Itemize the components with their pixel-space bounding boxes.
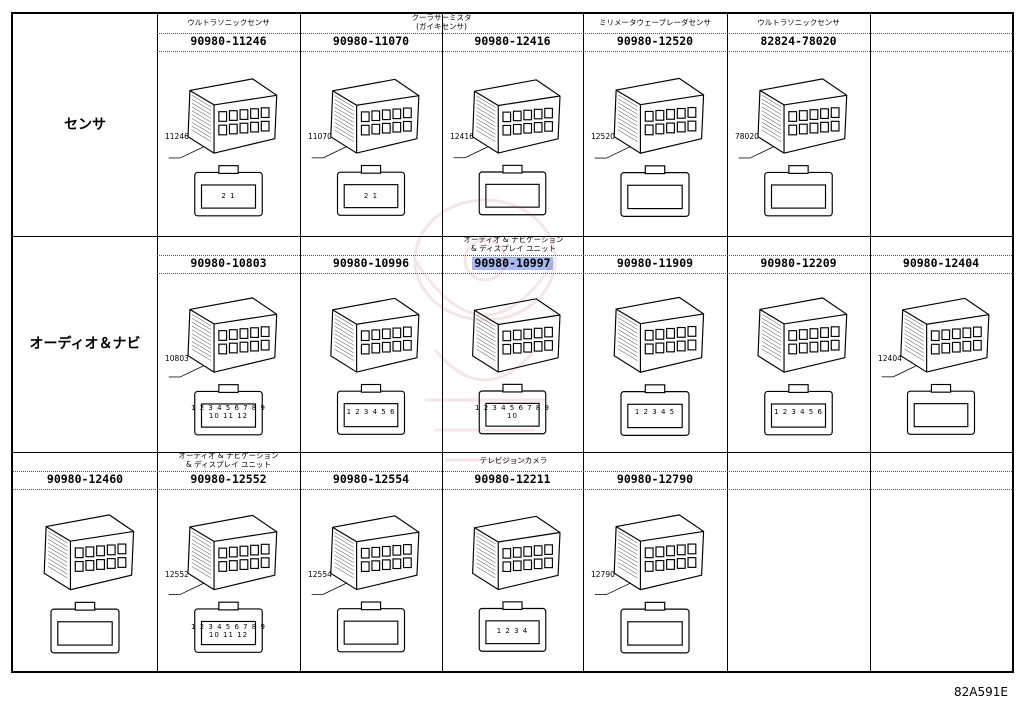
group-header	[727, 452, 870, 470]
connector-drawing	[17, 493, 153, 667]
column-divider	[442, 14, 443, 671]
diagram-code: 82A591E	[954, 685, 1008, 699]
connector-drawing	[587, 277, 723, 448]
group-header: テレビジョンカメラ	[479, 455, 548, 465]
pin-numbers: 1 2 3 4 5	[634, 407, 676, 416]
part-number-text: 90980-12460	[46, 471, 124, 486]
column-divider	[300, 14, 301, 671]
part-number-rule	[157, 51, 1012, 52]
group-header	[870, 14, 1012, 32]
group-header: ウルトラソニックセンサ	[757, 17, 840, 27]
row-label: センサ	[64, 116, 106, 133]
connector-drawing	[161, 493, 296, 667]
part-number: 90980-10996	[300, 255, 442, 272]
part-number-text: 90980-12404	[902, 255, 980, 270]
part-number: 90980-12404	[870, 255, 1012, 272]
connector-drawing	[874, 277, 1008, 448]
connector-drawing	[304, 493, 438, 667]
column-divider	[870, 14, 871, 671]
part-number: 90980-10803	[157, 255, 300, 272]
part-number: 90980-11909	[583, 255, 727, 272]
callout-number: 12554	[308, 569, 332, 579]
callout-number: 12520	[591, 131, 615, 141]
callout-number: 11246	[165, 131, 189, 141]
callout-number: 11070	[308, 131, 332, 141]
callout-number: 12404	[878, 353, 902, 363]
part-number: 90980-12211	[442, 471, 583, 488]
row-divider	[13, 452, 1012, 453]
callout-number: 12416	[450, 131, 474, 141]
column-divider	[727, 14, 728, 671]
column-divider	[157, 14, 158, 671]
part-number: 90980-12790	[583, 471, 727, 488]
part-number: 90980-12460	[13, 471, 157, 488]
pin-numbers: 1 2 3 4 5 6	[346, 407, 396, 416]
connector-drawing	[587, 493, 723, 667]
part-number-text: 90980-11909	[616, 255, 694, 270]
header-rule	[157, 33, 1012, 34]
part-number-text: 82824-78020	[760, 33, 837, 48]
group-header	[870, 452, 1012, 470]
part-number-text: 90980-12790	[616, 471, 694, 486]
group-header: クーラサーミスタ (ガイキセンサ)	[411, 13, 472, 31]
connector-drawing	[304, 55, 438, 232]
part-number: 82824-78020	[727, 33, 870, 50]
callout-number: 10803	[165, 353, 189, 363]
watermark-emblem	[375, 170, 595, 500]
group-header: オーディオ & ナビゲーション & ディスプレイ ユニット	[463, 235, 564, 253]
pin-numbers: 1 2 3 4	[496, 626, 529, 635]
group-header: ウルトラソニックセンサ	[187, 17, 270, 27]
part-number: 90980-12209	[727, 255, 870, 272]
callout-number: 12790	[591, 569, 615, 579]
part-number-text: 90980-12416	[474, 33, 551, 48]
connector-drawing	[304, 277, 438, 448]
pin-numbers: 1 2 3 4 5 6 7 8 9 10	[475, 403, 550, 420]
row-label: オーディオ＆ナビ	[29, 335, 141, 352]
part-number-text: 90980-12520	[616, 33, 694, 48]
part-number-text: 90980-12552	[190, 471, 267, 486]
part-number-rule	[157, 273, 1012, 274]
part-number-text: 90980-10803	[190, 255, 267, 270]
pin-numbers: 2 1	[221, 191, 236, 200]
group-header: オーディオ & ナビゲーション & ディスプレイ ユニット	[178, 451, 279, 469]
connector-drawing	[731, 55, 866, 232]
part-number-text: 90980-11246	[190, 33, 267, 48]
part-number: 90980-12520	[583, 33, 727, 50]
part-number-text: 90980-12209	[760, 255, 837, 270]
connector-drawing	[161, 55, 296, 232]
connector-drawing	[161, 277, 296, 448]
group-header: ミリメータウェーブレーダセンサ	[598, 17, 712, 27]
part-number: 90980-12554	[300, 471, 442, 488]
part-number-highlighted: 90980-10997	[472, 255, 553, 271]
connector-sheet: センサ ウルトラソニックセンサ クーラサーミスタ (ガイキセンサ) ミリメータウェーブ…	[11, 12, 1014, 673]
part-number-text: 90980-11070	[332, 33, 410, 48]
connector-drawing	[731, 277, 866, 448]
callout-number: 12552	[165, 569, 189, 579]
part-number-rule	[13, 489, 1012, 490]
pin-numbers: 1 2 3 4 5 6 7 8 9 10 11 12	[191, 403, 266, 420]
pin-numbers: 2 1	[363, 191, 379, 200]
part-number: 90980-11246	[157, 33, 300, 50]
connector-drawing	[587, 55, 723, 232]
callout-number: 78020	[735, 131, 759, 141]
header-rule	[13, 471, 1012, 472]
part-number-text: 90980-12211	[474, 471, 551, 486]
part-number: 90980-12552	[157, 471, 300, 488]
connector-drawing	[446, 55, 579, 232]
header-rule	[157, 255, 1012, 256]
pin-numbers: 1 2 3 4 5 6 7 8 9 10 11 12	[191, 622, 266, 639]
pin-numbers: 1 2 3 4 5 6	[774, 407, 823, 416]
part-number: 90980-11070	[300, 33, 442, 50]
part-number: 90980-12416	[442, 33, 583, 50]
part-number-text: 90980-12554	[332, 471, 410, 486]
row-divider	[13, 236, 1012, 237]
part-number-text: 90980-10996	[332, 255, 410, 270]
part-number: 90980-10997	[442, 255, 583, 272]
column-divider	[583, 14, 584, 671]
connector-drawing	[446, 277, 579, 448]
connector-drawing	[446, 493, 579, 667]
